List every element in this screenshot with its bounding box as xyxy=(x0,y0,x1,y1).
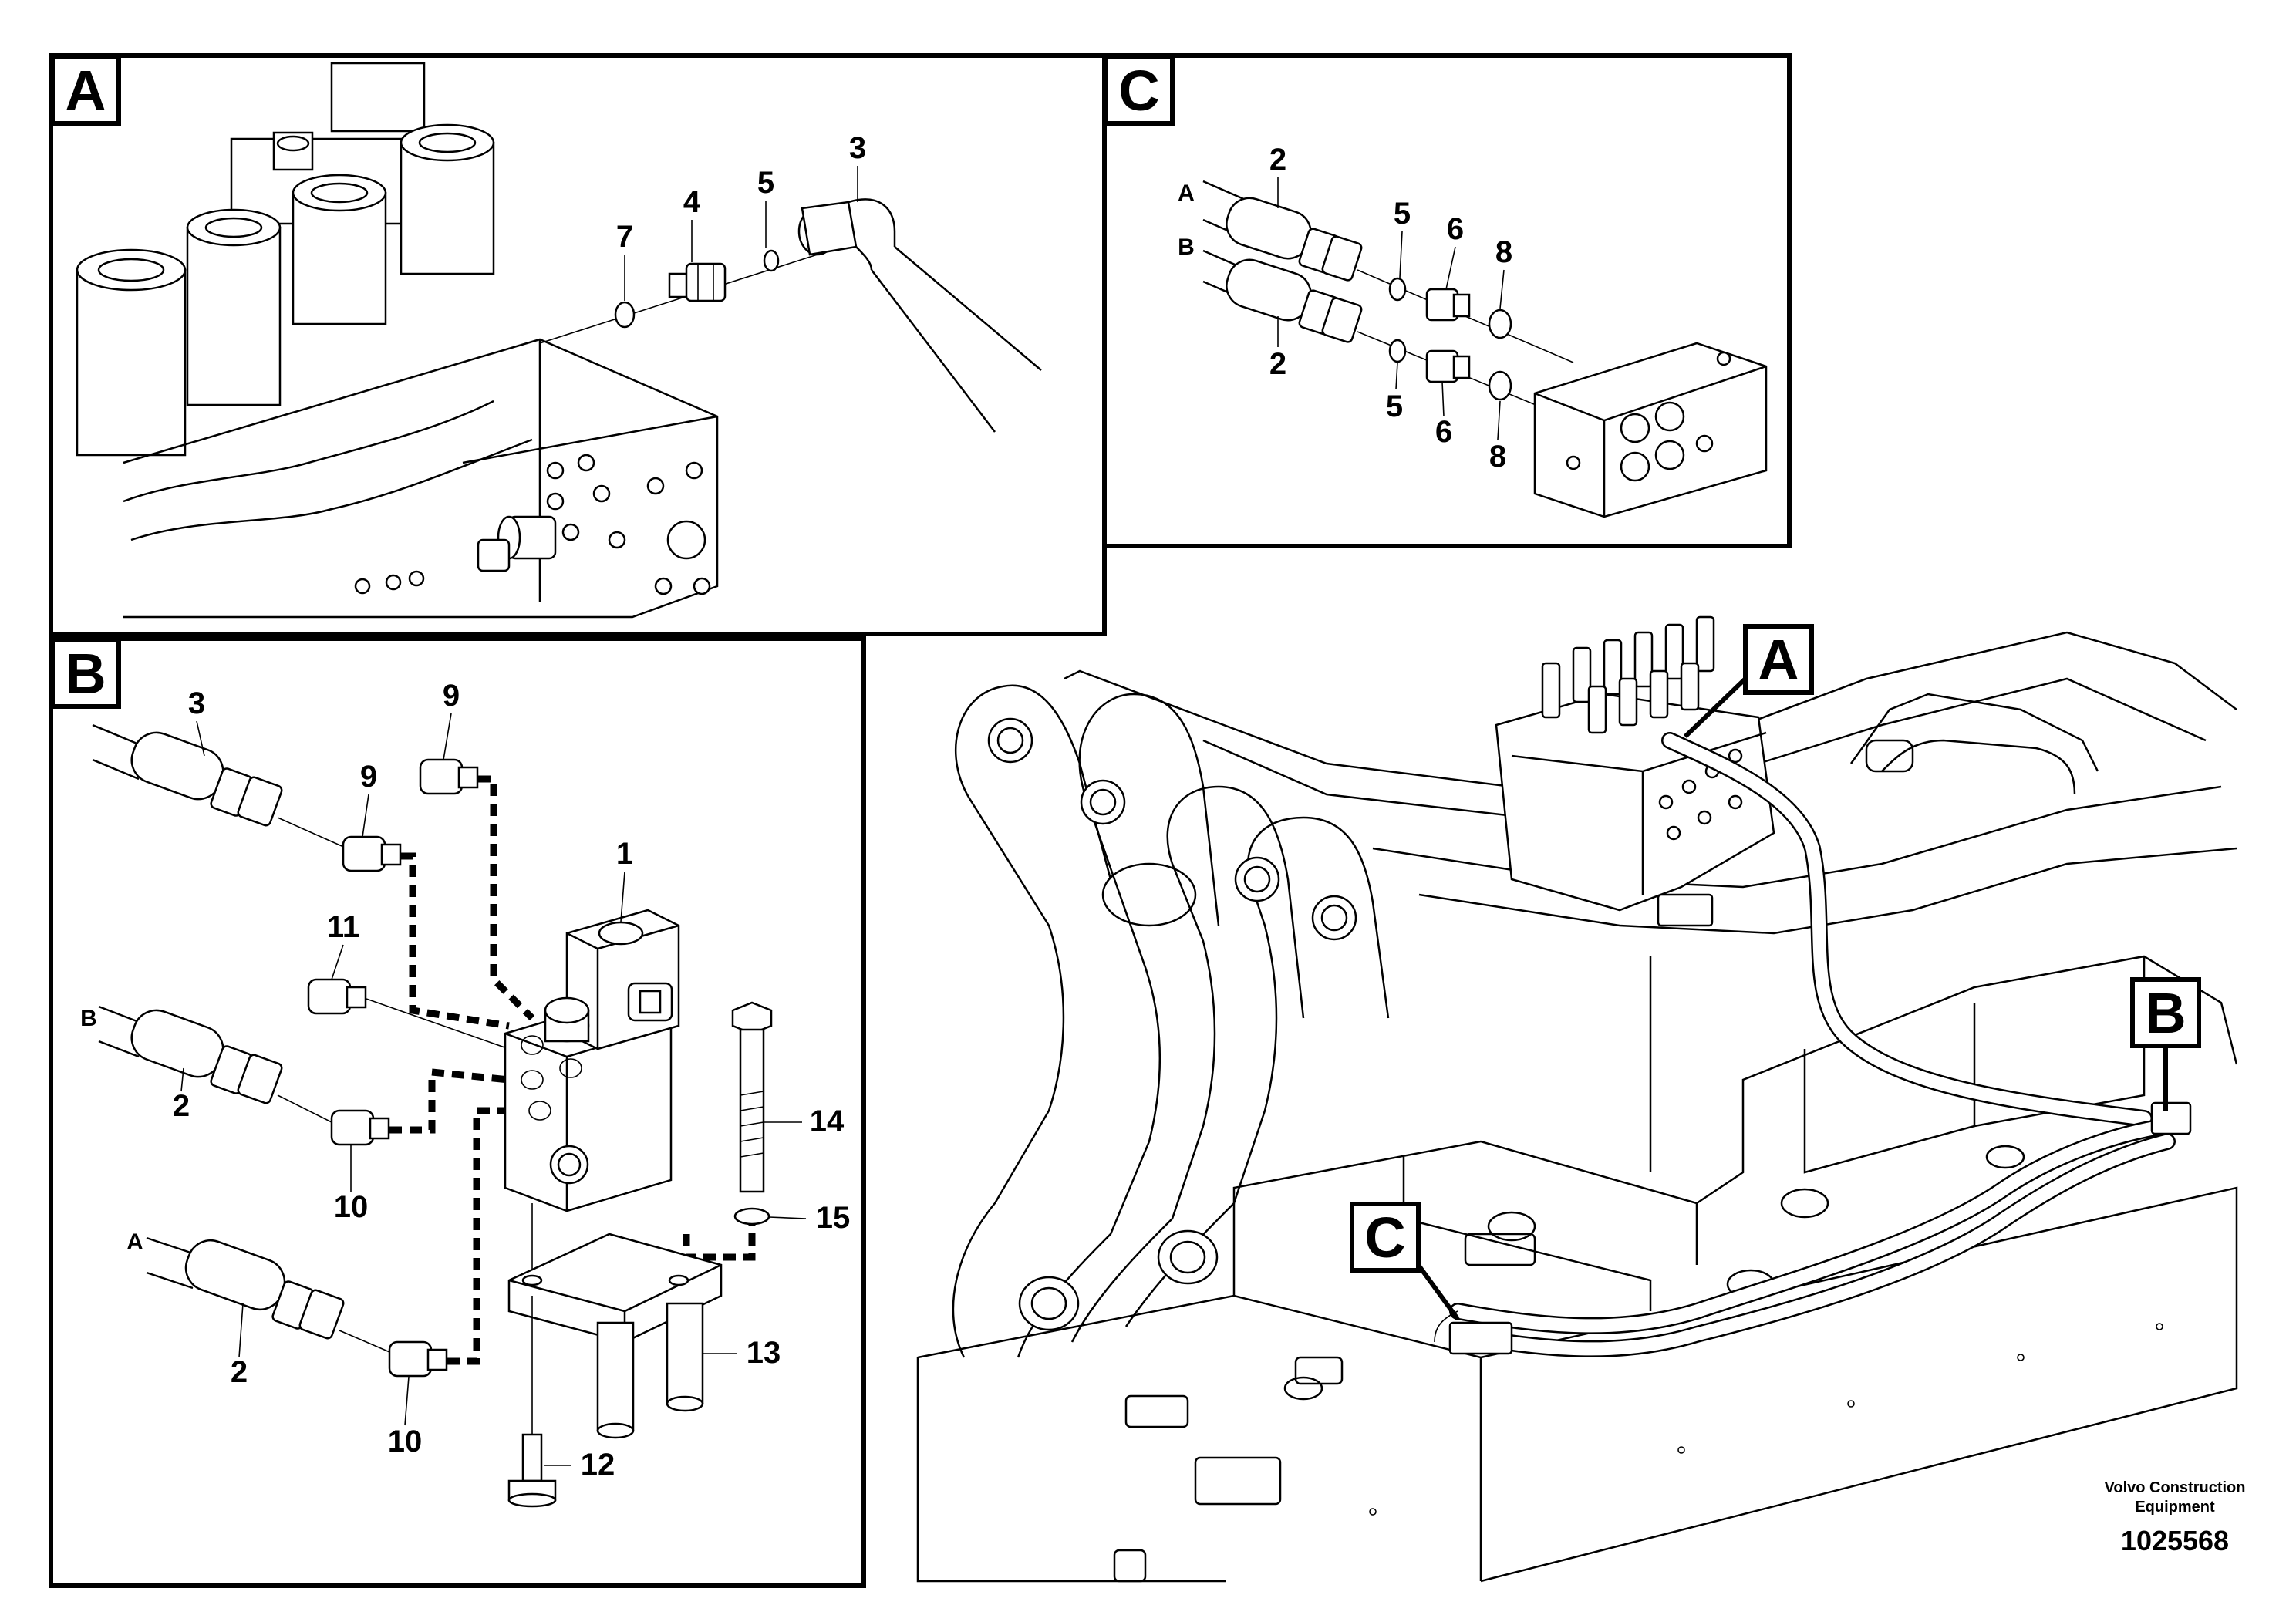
marker-c-label: C xyxy=(1364,1206,1405,1270)
detail-panel-a: A xyxy=(49,53,1107,636)
panel-a-exploded-parts xyxy=(539,198,1042,433)
panel-c-callout: 2 xyxy=(1269,347,1286,381)
panel-b-callout: 10 xyxy=(388,1425,423,1458)
panel-c-hoses xyxy=(1202,180,1574,421)
connection-line xyxy=(389,1068,510,1134)
panel-a-callout: 7 xyxy=(616,220,633,254)
bolt-14 xyxy=(731,1001,773,1193)
panel-b-callout: 12 xyxy=(581,1448,615,1482)
panel-b-tag: B xyxy=(65,642,106,706)
machine-overview: A B C xyxy=(916,615,2238,1583)
panel-b-callout: 2 xyxy=(231,1355,248,1389)
panel-b-tag-box xyxy=(50,638,121,709)
overview-marker-a: A xyxy=(1683,624,1814,739)
panel-c-callout: 5 xyxy=(1394,197,1411,231)
panel-a-callout: 3 xyxy=(849,131,866,165)
hose-2-b-assembly xyxy=(98,1005,340,1127)
hose-3-assembly xyxy=(92,723,348,849)
panel-b-callout: 3 xyxy=(188,686,205,720)
panel-c-callout: 6 xyxy=(1435,415,1452,449)
detail-panel-c: C xyxy=(1102,53,1792,548)
panel-b-callout: 11 xyxy=(327,910,359,944)
panel-c-tag: C xyxy=(1118,59,1159,123)
overview-hose-routing xyxy=(1434,732,2192,1357)
solenoid-valve xyxy=(504,909,680,1273)
panel-c-callout: 2 xyxy=(1269,143,1286,177)
connection-line xyxy=(401,852,510,1030)
panel-b-callout: 10 xyxy=(334,1190,369,1224)
connection-line xyxy=(478,775,535,1021)
port-label-b: B xyxy=(1178,234,1195,260)
figure-number: 1025568 xyxy=(2121,1525,2229,1556)
panel-b-callout: 2 xyxy=(173,1089,190,1123)
connection-line xyxy=(683,1219,756,1261)
panel-c-frame xyxy=(1102,53,1792,548)
publisher-line-2: Equipment xyxy=(2135,1499,2215,1516)
o-ring-5 xyxy=(763,249,780,272)
port-label-a: A xyxy=(1178,180,1195,206)
panel-a-callout: 5 xyxy=(757,166,774,200)
panel-c-callout: 8 xyxy=(1495,235,1512,269)
connection-line xyxy=(366,998,510,1050)
adapters xyxy=(307,758,479,1378)
hose-3 xyxy=(797,198,1042,433)
bracket-13 xyxy=(507,1233,723,1439)
panel-c-fittings xyxy=(1388,277,1512,401)
panel-b-callout: 9 xyxy=(360,760,377,794)
panel-a-tag-box xyxy=(50,55,121,126)
panel-c-callout: 6 xyxy=(1447,212,1464,246)
manifold-block xyxy=(1533,342,1768,518)
detail-panel-b: B xyxy=(49,636,866,1588)
washer-15 xyxy=(733,1207,770,1226)
panel-b-callout: 1 xyxy=(616,837,633,871)
panel-b-frame xyxy=(49,636,866,1588)
adapter-4 xyxy=(668,262,727,302)
figure-footer: Volvo Construction Equipment 1025568 xyxy=(2105,1479,2246,1556)
panel-a-tag: A xyxy=(65,59,106,123)
panel-c-callout: 5 xyxy=(1386,389,1403,423)
port-label-a: A xyxy=(126,1229,143,1255)
panel-c-tag-box xyxy=(1104,55,1175,126)
control-valve-illustration xyxy=(76,62,719,619)
panel-a-callout: 4 xyxy=(683,185,701,219)
panel-b-callout: 9 xyxy=(443,679,460,713)
panel-b-callout: 15 xyxy=(816,1201,851,1235)
port-label-b: B xyxy=(80,1006,97,1031)
overview-marker-b: B xyxy=(2130,977,2201,1111)
marker-a-label: A xyxy=(1758,628,1799,692)
hose-2-a-assembly xyxy=(146,1236,394,1354)
panel-b-callout: 14 xyxy=(810,1104,845,1138)
panel-b-callout: 13 xyxy=(747,1336,781,1370)
panel-c-callout: 8 xyxy=(1489,440,1506,474)
publisher-line-1: Volvo Construction xyxy=(2105,1479,2246,1496)
overview-marker-c: C xyxy=(1350,1202,1460,1320)
o-ring-7 xyxy=(614,301,636,329)
bolt-12 xyxy=(507,1296,557,1508)
marker-b-label: B xyxy=(2145,981,2186,1045)
